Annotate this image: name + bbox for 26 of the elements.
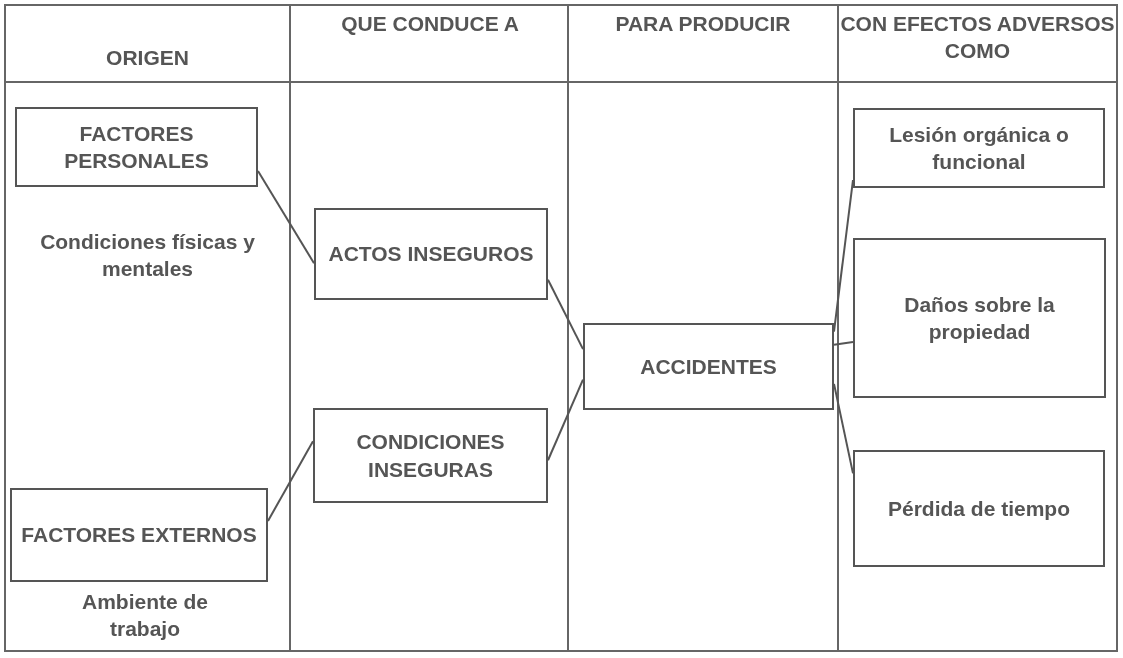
column-header: QUE CONDUCE A [340,11,520,37]
note-text: Ambiente de trabajo [81,589,209,643]
connector-line [833,341,854,346]
note-text: Condiciones físicas y mentales [40,229,255,283]
box-label: ACCIDENTES [640,353,777,380]
text-box [853,108,1105,188]
box-label: FACTORES EXTERNOS [21,522,257,549]
text-box [15,107,258,187]
column-header: PARA PRODUCIR [614,11,792,37]
connector-line [267,440,314,522]
box-label: CONDICIONES INSEGURAS [355,429,506,483]
text-box [853,238,1106,398]
text-box [313,408,548,503]
box-label: ACTOS INSEGUROS [328,241,534,268]
text-box [10,488,268,582]
text-box [314,208,548,300]
column-header: CON EFECTOS ADVERSOS COMO [839,11,1116,65]
box-label: FACTORES PERSONALES [63,120,210,174]
connector-line [547,278,584,351]
box-label: Pérdida de tiempo [887,495,1070,522]
text-box [583,323,834,410]
text-box [853,450,1105,567]
box-label: Lesión orgánica o funcional [888,121,1070,175]
box-label: Daños sobre la propiedad [903,291,1056,345]
column-header: ORIGEN [105,45,190,71]
connector-line [257,170,315,265]
